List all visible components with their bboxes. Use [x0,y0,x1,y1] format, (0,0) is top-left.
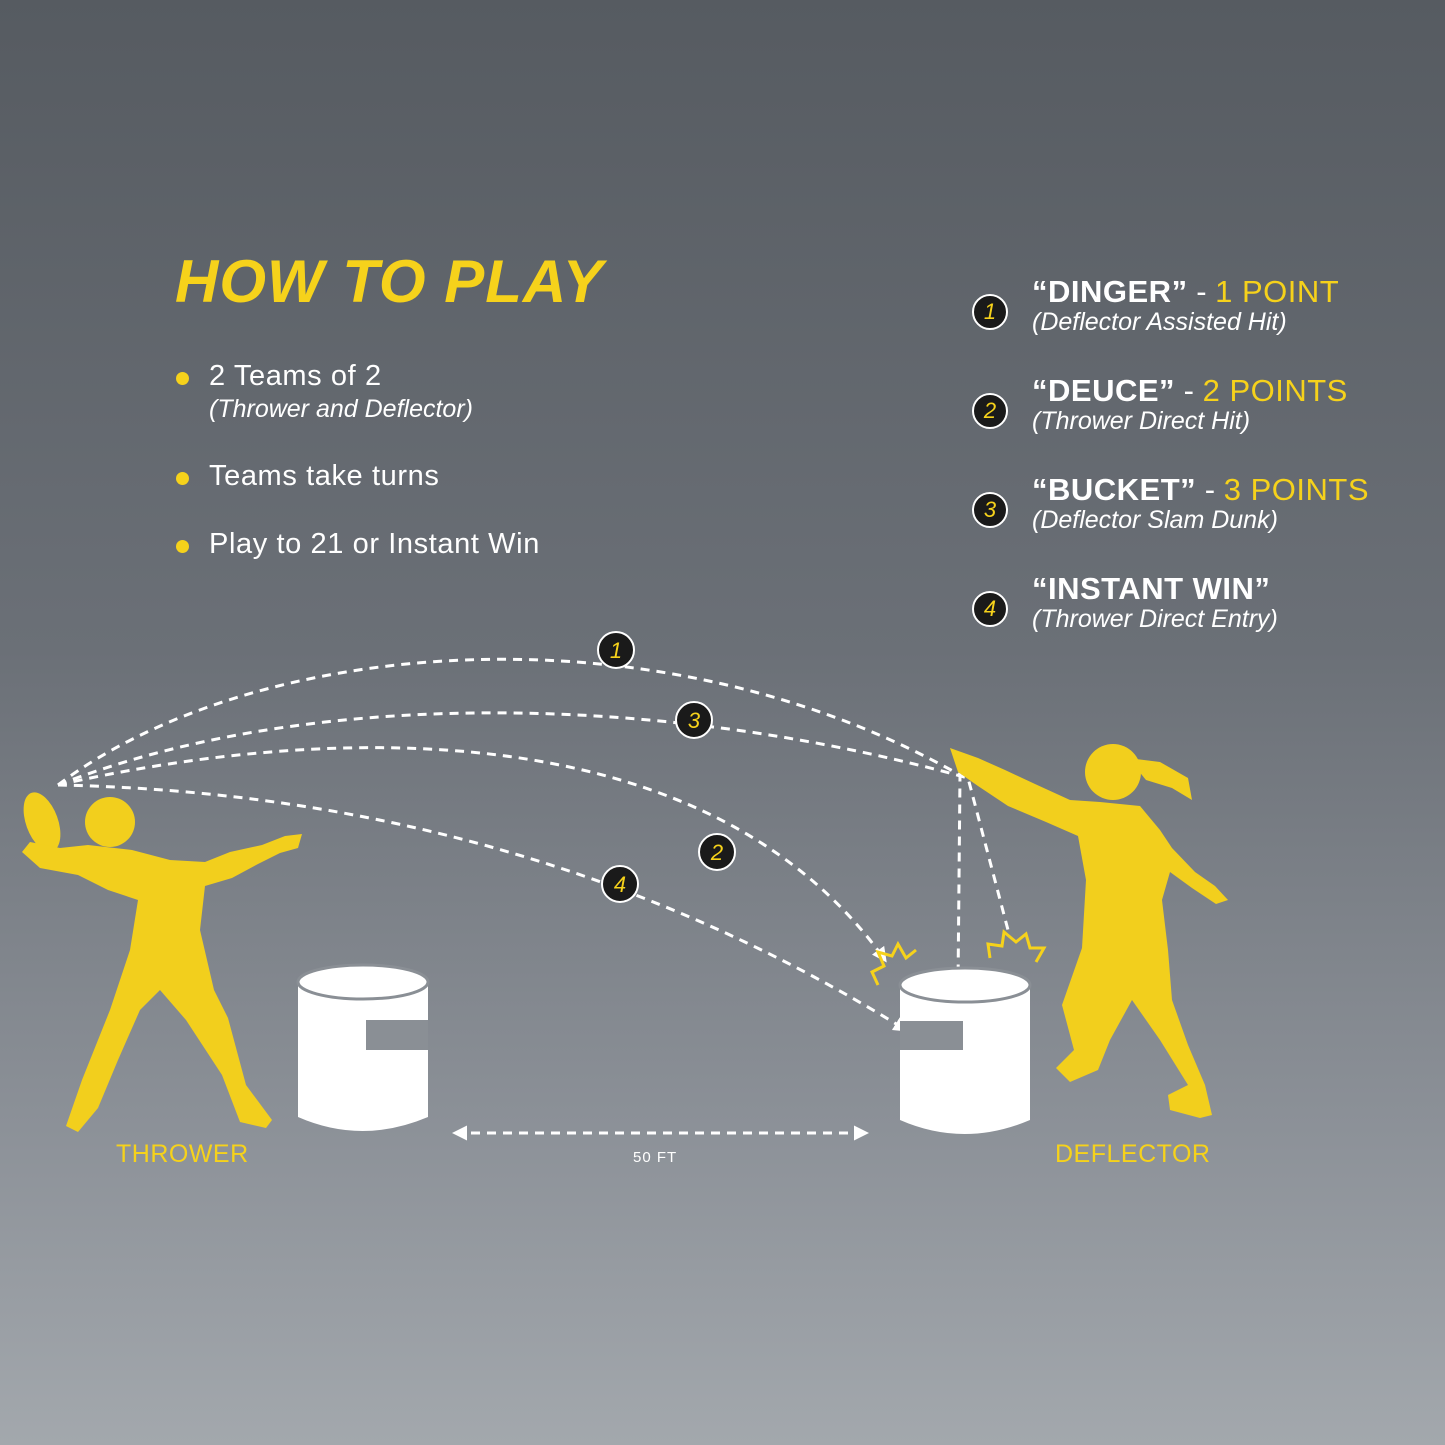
trajectory-2 [57,746,887,963]
scoring-points: 2 POINTS [1202,373,1348,408]
number-badge: 1 [972,294,1008,330]
rule-subtext: (Thrower and Deflector) [209,395,473,423]
bucket-left [296,963,430,1131]
thrower-silhouette [22,792,302,1132]
trajectory-3 [57,711,1010,931]
number-badge: 2 [972,393,1008,429]
scoring-description: (Thrower Direct Hit) [1032,407,1251,435]
distance-label: 50 FT [633,1149,678,1166]
scoring-dash: - [1196,274,1207,309]
path-badge-number: 4 [614,872,626,897]
rules-list: 2 Teams of 2 (Thrower and Deflector) Tea… [174,358,540,562]
path-badge: 2 [698,833,736,871]
rule-item: 2 Teams of 2 (Thrower and Deflector) [174,358,540,458]
scoring-heading: “DINGER” - 1 POINT [1032,274,1339,310]
impact-burst-icon [870,940,917,986]
bullet-dot-icon [176,540,189,553]
scoring-dash: - [1183,373,1194,408]
path-badge: 1 [597,631,635,669]
scoring-heading: “DEUCE” - 2 POINTS [1032,373,1348,409]
path-badge: 3 [675,701,713,739]
number-badge: 3 [972,492,1008,528]
scoring-name: “DEUCE” [1032,373,1176,408]
path-badge-number: 2 [710,840,723,865]
bucket-right [898,966,1032,1134]
number-badge: 4 [972,591,1008,627]
impact-burst-icon [986,929,1047,963]
page-title: HOW TO PLAY [175,248,604,315]
thrower-label: THROWER [116,1140,249,1168]
rule-text: 2 Teams of 2 [209,360,382,392]
scoring-heading: “BUCKET” - 3 POINTS [1032,472,1369,508]
scoring-name: “DINGER” [1032,274,1188,309]
rule-item: Play to 21 or Instant Win [174,526,540,562]
path-badge-number: 3 [688,708,701,733]
trajectory-1 [57,657,966,988]
disc-icon [23,792,61,852]
bullet-dot-icon [176,372,189,385]
bullet-dot-icon [176,472,189,485]
trajectory-4 [57,783,909,1032]
scoring-dash: - [1204,472,1216,507]
scoring-name: “INSTANT WIN” [1032,571,1271,606]
scoring-description: (Thrower Direct Entry) [1032,605,1278,633]
scoring-description: (Deflector Slam Dunk) [1032,506,1278,534]
scoring-points: 3 POINTS [1223,472,1370,507]
path-badge: 4 [601,865,639,903]
rule-text: Play to 21 or Instant Win [209,528,540,560]
scoring-points: 1 POINT [1215,274,1340,309]
scoring-name: “BUCKET” [1032,472,1197,507]
rule-item: Teams take turns [174,458,540,526]
rule-text: Teams take turns [209,460,440,492]
deflector-silhouette [950,744,1228,1118]
path-badge-number: 1 [610,638,622,663]
deflector-label: DEFLECTOR [1055,1140,1211,1168]
scoring-description: (Deflector Assisted Hit) [1032,308,1287,336]
scoring-heading: “INSTANT WIN” [1032,571,1270,607]
